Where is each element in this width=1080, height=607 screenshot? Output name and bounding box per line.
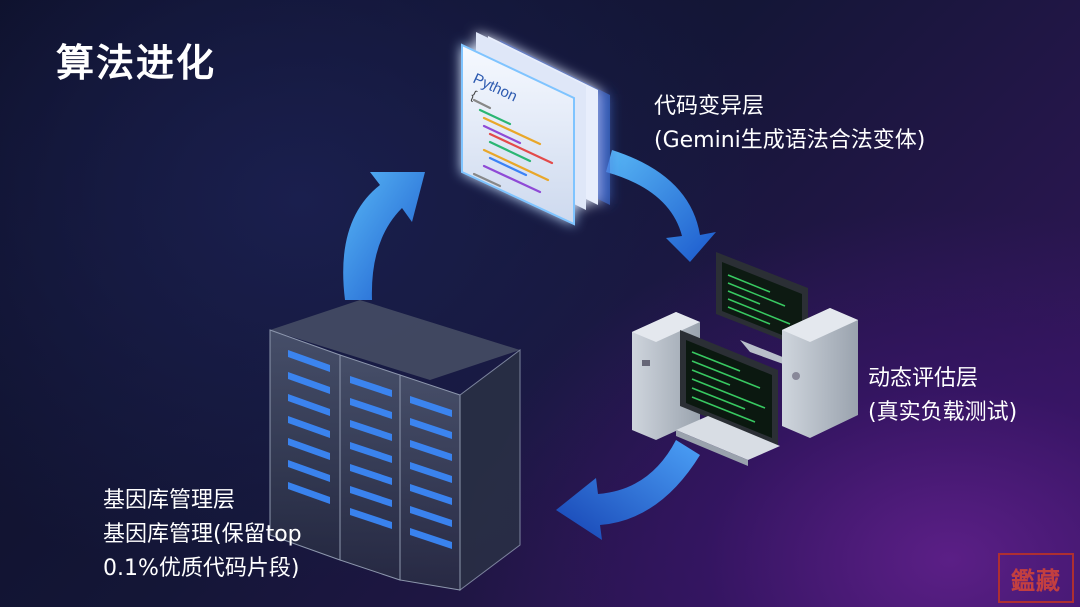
- arrow-genepool-to-mutation: [343, 172, 425, 300]
- mutation-layer-label: 代码变异层 (Gemini生成语法合法变体): [654, 90, 925, 158]
- mutation-layer-title: 代码变异层: [654, 94, 765, 119]
- watermark-seal: 鑑藏: [998, 553, 1074, 603]
- gene-pool-layer-label: 基因库管理层 基因库管理(保留top 0.1%优质代码片段): [103, 484, 302, 586]
- server-rack-icon: [269, 300, 521, 591]
- page-title: 算法进化: [56, 41, 217, 85]
- gene-pool-layer-line1: 基因库管理(保留top: [103, 522, 302, 547]
- computer-workstation-icon: [632, 252, 858, 466]
- gene-pool-layer-line2: 0.1%优质代码片段): [103, 556, 300, 581]
- evaluation-layer-title: 动态评估层: [868, 366, 979, 391]
- cycle-arrow-icon: [343, 150, 716, 540]
- evaluation-layer-label: 动态评估层 (真实负载测试): [868, 362, 1017, 430]
- gene-pool-layer-title: 基因库管理层: [103, 488, 236, 513]
- arrow-mutation-to-evaluation: [606, 150, 716, 262]
- code-document-stack-icon: [461, 32, 610, 226]
- evaluation-layer-subtitle: (真实负载测试): [868, 400, 1018, 425]
- mutation-layer-subtitle: (Gemini生成语法合法变体): [654, 128, 926, 153]
- code-brace: {: [469, 87, 480, 103]
- arrow-evaluation-to-genepool: [556, 440, 700, 540]
